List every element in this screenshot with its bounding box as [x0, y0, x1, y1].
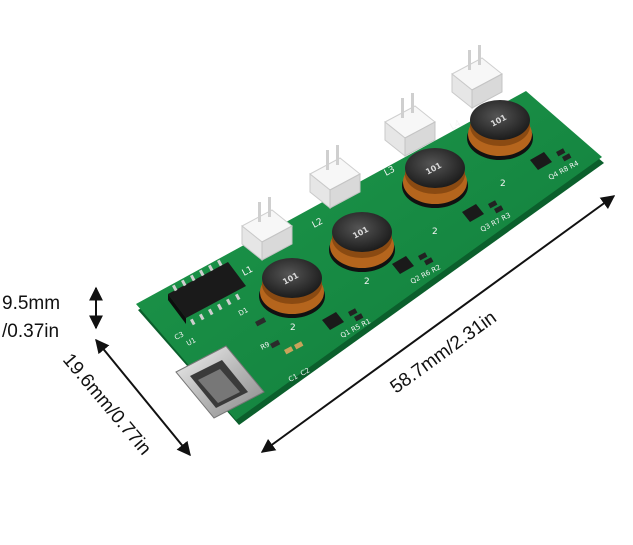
pin-number: 2 — [500, 179, 506, 189]
inductor-3: 101 — [402, 148, 468, 208]
inductor-2: 101 — [329, 212, 395, 272]
pin-number: 2 — [290, 323, 296, 333]
inductor-1: 101 — [259, 258, 325, 318]
label-c3: C3 — [173, 330, 185, 341]
inductor-4: 101 — [467, 100, 533, 160]
transistor-q4 — [530, 148, 572, 170]
connector-4 — [451, 45, 503, 110]
connector-3 — [384, 93, 436, 158]
dimension-height: 9.5mm /0.37in — [2, 286, 103, 342]
ic-chip — [168, 259, 246, 326]
width-text: 19.6mm/0.77in — [58, 350, 155, 460]
label-l1: L1 — [241, 265, 255, 279]
height-in-text: /0.37in — [2, 321, 59, 342]
label-u1: U1 — [185, 336, 197, 348]
pin-number: 2 — [364, 277, 370, 287]
usb-c-port — [175, 345, 265, 419]
dimension-width: 19.6mm/0.77in — [58, 338, 191, 460]
label-l3: L3 — [383, 165, 397, 179]
pin-number: 2 — [432, 227, 438, 237]
label-l4: L4 — [449, 119, 463, 133]
label-d1: D1 — [237, 306, 249, 318]
height-mm-text: 9.5mm — [2, 293, 60, 314]
